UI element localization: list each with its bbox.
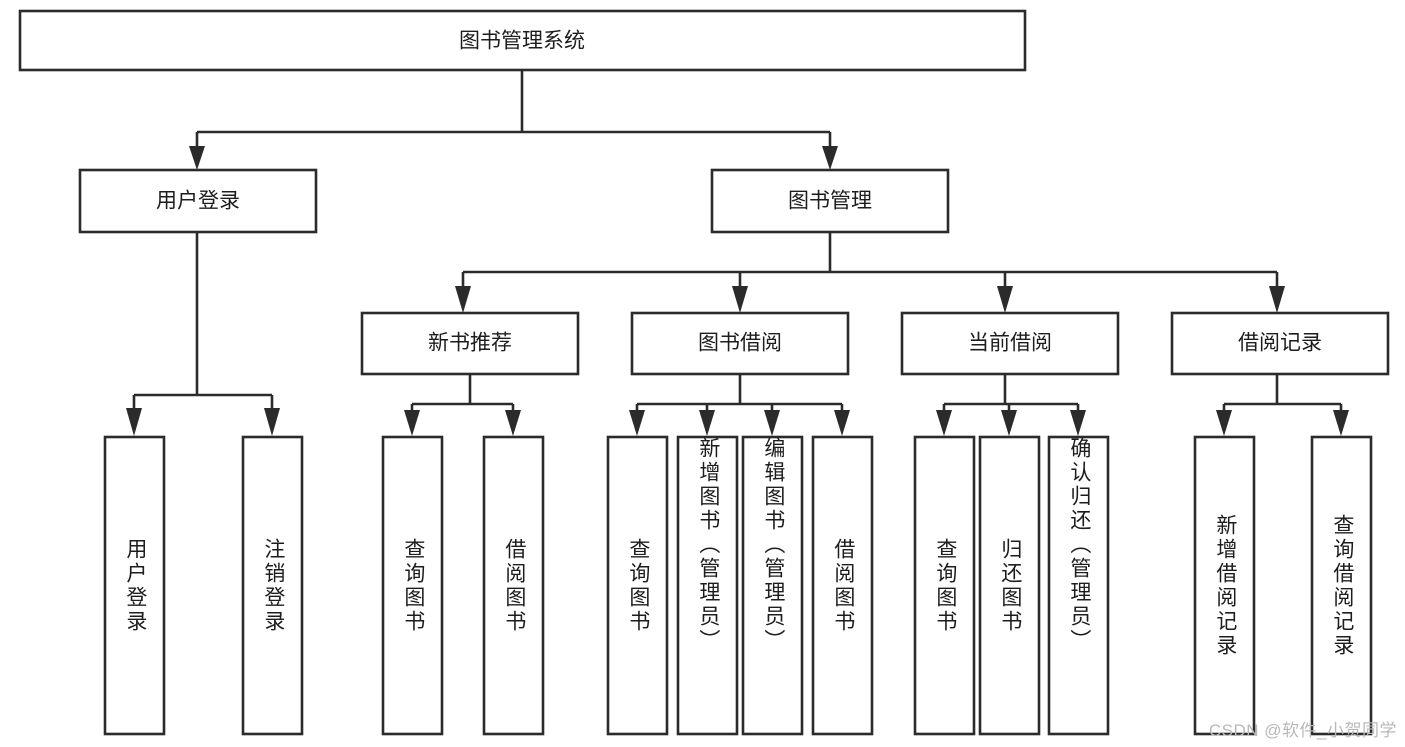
- connector-group-new-book-recommend: [404, 374, 521, 436]
- node-box-current-borrow[interactable]: [900, 311, 1120, 376]
- arrow-head-leaf-add-book: [699, 410, 715, 436]
- node-box-root[interactable]: [18, 9, 1027, 72]
- arrow-head-leaf-add-record: [1216, 410, 1232, 436]
- arrow-head-new-book-recommend: [455, 286, 471, 313]
- arrow-head-current-borrow: [997, 286, 1013, 313]
- node-box-leaf-borrow-book-2[interactable]: [811, 435, 874, 736]
- node-label-current-borrow: 当前借阅: [968, 332, 1052, 355]
- node-box-book-management[interactable]: [710, 168, 950, 234]
- connector-group-book-borrow: [629, 374, 850, 436]
- arrow-head-leaf-query-book-1: [404, 410, 420, 436]
- arrow-head-borrow-record: [1269, 286, 1285, 313]
- node-label-root: 图书管理系统: [459, 30, 585, 53]
- arrow-head-leaf-return-book: [1001, 410, 1017, 436]
- arrow-head-book-management: [822, 146, 838, 170]
- node-box-user-login[interactable]: [78, 168, 318, 234]
- node-box-leaf-query-book-1[interactable]: [381, 435, 444, 736]
- arrow-head-leaf-edit-book: [764, 410, 780, 436]
- arrow-head-leaf-borrow-book-1: [505, 410, 521, 436]
- node-box-leaf-borrow-book-1[interactable]: [482, 435, 545, 736]
- arrow-head-leaf-query-book-2: [629, 410, 645, 436]
- node-box-leaf-query-book-3[interactable]: [913, 435, 976, 736]
- node-box-leaf-add-record[interactable]: [1193, 435, 1256, 736]
- node-user-login[interactable]: 用户登录: [78, 168, 318, 234]
- node-box-new-book-recommend[interactable]: [360, 311, 580, 376]
- node-book-borrow[interactable]: 图书借阅: [630, 311, 850, 376]
- arrow-head-leaf-borrow-book-2: [834, 410, 850, 436]
- node-box-leaf-query-book-2[interactable]: [606, 435, 669, 736]
- node-box-leaf-return-book[interactable]: [978, 435, 1041, 736]
- arrow-head-user-login: [189, 146, 205, 170]
- node-root[interactable]: 图书管理系统: [18, 9, 1027, 72]
- node-box-leaf-confirm-return[interactable]: [1047, 435, 1110, 736]
- node-label-borrow-record: 借阅记录: [1238, 332, 1322, 355]
- watermark-text: CSDN @软件_小贺同学: [1208, 721, 1397, 740]
- node-label-user-login: 用户登录: [156, 190, 240, 213]
- connector-group-book-management: [455, 232, 1285, 313]
- node-box-leaf-logout-login[interactable]: [241, 435, 304, 736]
- node-borrow-record[interactable]: 借阅记录: [1170, 311, 1390, 376]
- arrow-head-book-borrow: [732, 286, 748, 313]
- node-box-borrow-record[interactable]: [1170, 311, 1390, 376]
- node-label-new-book-recommend: 新书推荐: [428, 332, 512, 355]
- node-box-leaf-query-record[interactable]: [1310, 435, 1373, 736]
- connector-group-root: [189, 70, 838, 170]
- arrow-head-leaf-query-book-3: [936, 410, 952, 436]
- node-box-book-borrow[interactable]: [630, 311, 850, 376]
- node-label-book-management: 图书管理: [788, 190, 872, 213]
- connector-group-user-login: [126, 232, 280, 436]
- node-box-leaf-edit-book[interactable]: [741, 435, 804, 736]
- arrow-head-leaf-logout-login: [264, 408, 280, 436]
- node-new-book-recommend[interactable]: 新书推荐: [360, 311, 580, 376]
- node-book-management[interactable]: 图书管理: [710, 168, 950, 234]
- node-box-leaf-add-book[interactable]: [676, 435, 739, 736]
- connector-group-current-borrow: [936, 374, 1086, 436]
- connector-group-borrow-record: [1216, 374, 1349, 436]
- arrow-head-leaf-query-record: [1333, 410, 1349, 436]
- node-current-borrow[interactable]: 当前借阅: [900, 311, 1120, 376]
- arrow-head-leaf-confirm-return: [1070, 410, 1086, 436]
- arrow-head-leaf-user-login: [126, 408, 142, 436]
- node-label-book-borrow: 图书借阅: [698, 332, 782, 355]
- node-box-leaf-user-login[interactable]: [103, 435, 166, 736]
